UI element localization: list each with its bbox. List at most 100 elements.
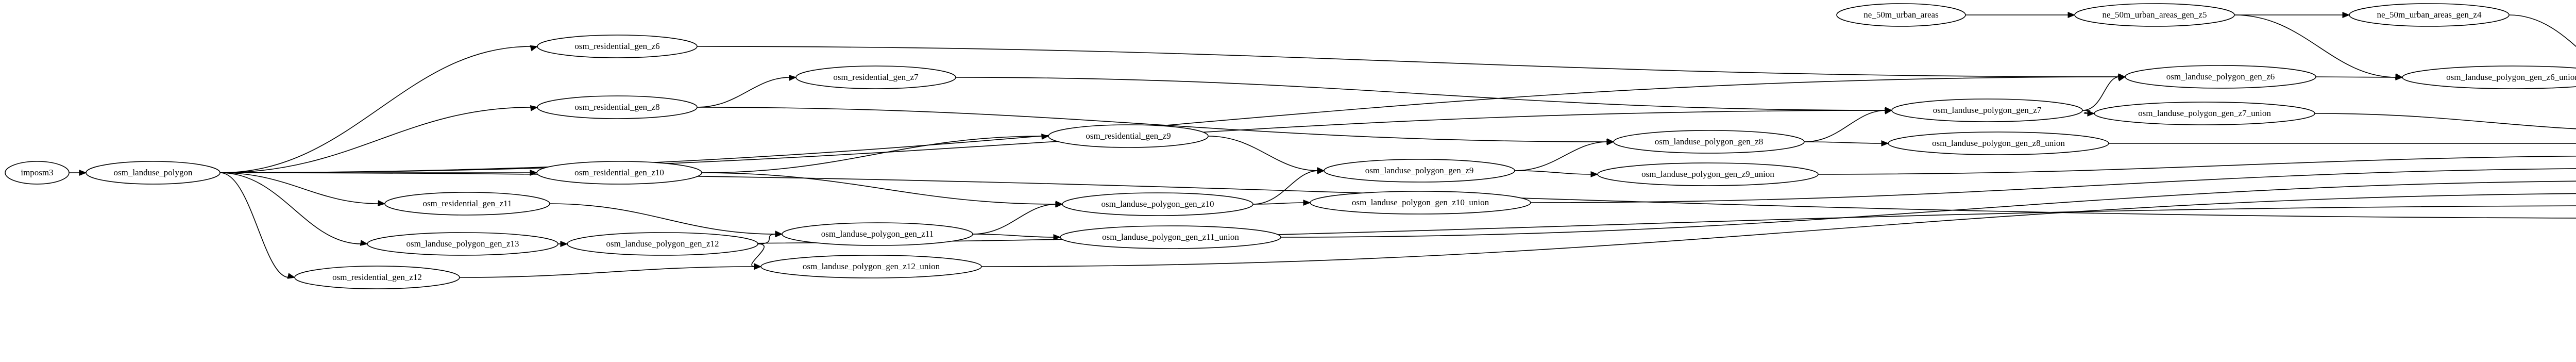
node-osm-landuse-polygon-gen-z8[interactable] — [1613, 130, 1805, 154]
edge-arrowhead — [1041, 134, 1049, 140]
node-layer: imposm3 osm_landuse_polygon osm_residentia… — [5, 3, 2576, 289]
graph-edge — [1530, 168, 2576, 203]
graph-edge — [955, 77, 1887, 111]
node-osm-landuse-polygon-gen-z11[interactable] — [782, 222, 973, 246]
node-label-osm-residential-gen-z10: osm_residential_gen_z10 — [574, 168, 664, 177]
node-label-osm-residential-gen-z12: osm_residential_gen_z12 — [332, 272, 422, 282]
graph-edge — [1818, 155, 2576, 175]
node-label-osm-landuse-polygon-gen-z12: osm_landuse_polygon_gen_z12 — [606, 239, 719, 249]
graph-edge — [1514, 170, 1592, 175]
node-label-osm-landuse-polygon-gen-z8-union: osm_landuse_polygon_gen_z8_union — [1932, 138, 2065, 148]
node-label-osm-landuse-polygon-gen-z11-union: osm_landuse_polygon_gen_z11_union — [1102, 232, 1239, 242]
graph-edge — [2082, 76, 2120, 111]
node-osm-landuse-polygon-gen-z7[interactable] — [1891, 98, 2083, 122]
graph-edge — [1208, 136, 1319, 171]
edge-arrowhead — [775, 231, 783, 238]
edge-arrowhead — [79, 170, 87, 176]
graph-edge — [2509, 14, 2576, 47]
node-osm-residential-gen-z11[interactable] — [384, 192, 550, 216]
node-label-osm-residential-gen-z11: osm_residential_gen_z11 — [422, 199, 512, 208]
node-osm-landuse-polygon-gen-z6[interactable] — [2125, 65, 2316, 89]
graph-edge — [459, 266, 756, 278]
graph-edge — [697, 46, 2120, 77]
node-label-osm-landuse-polygon-gen-z7: osm_landuse_polygon_gen_z7 — [1933, 105, 2042, 115]
edge-arrowhead — [2067, 12, 2076, 18]
edge-arrowhead — [2342, 12, 2350, 18]
node-osm-landuse-polygon-gen-z7-union[interactable] — [2094, 102, 2315, 125]
node-label-osm-landuse-polygon: osm_landuse_polygon — [114, 168, 193, 177]
node-osm-landuse-polygon-gen-z10[interactable] — [1062, 192, 1253, 216]
graph-edge — [972, 204, 1057, 235]
node-ne-50m-urban-areas-gen-z5[interactable] — [2074, 3, 2235, 27]
node-label-osm-landuse-polygon-gen-z10-union: osm_landuse_polygon_gen_z10_union — [1352, 198, 1489, 207]
edge-arrowhead — [1317, 168, 1325, 174]
graph-edge — [1804, 110, 1887, 142]
node-label-osm-residential-gen-z7: osm_residential_gen_z7 — [833, 72, 919, 82]
node-osm-landuse-polygon-gen-z6-union[interactable] — [2402, 65, 2576, 89]
edge-arrowhead — [1881, 140, 1889, 146]
node-osm-residential-gen-z8[interactable] — [537, 95, 698, 119]
edge-arrowhead — [1885, 107, 1893, 114]
node-label-osm-landuse-polygon-gen-z6-union: osm_landuse_polygon_gen_z6_union — [2446, 72, 2576, 82]
graph-edge — [219, 76, 2120, 173]
graph-edge — [549, 203, 777, 235]
node-osm-landuse-polygon-gen-z9-union[interactable] — [1597, 162, 1819, 186]
node-label-osm-landuse-polygon-gen-z7-union: osm_landuse_polygon_gen_z7_union — [2138, 108, 2271, 118]
graph-edge — [697, 107, 1608, 142]
node-label-osm-residential-gen-z6: osm_residential_gen_z6 — [574, 41, 659, 51]
node-osm-residential-gen-z12[interactable] — [294, 266, 460, 289]
graph-edge — [1252, 170, 1319, 205]
graph-edge — [219, 46, 532, 173]
edge-arrowhead — [754, 263, 762, 270]
node-label-osm-landuse-polygon-gen-z13: osm_landuse_polygon_gen_z13 — [406, 239, 519, 249]
node-osm-residential-gen-z9[interactable] — [1048, 124, 1209, 148]
node-ne-50m-urban-areas-gen-z4[interactable] — [2349, 3, 2510, 27]
node-label-osm-landuse-polygon-gen-z8: osm_landuse_polygon_gen_z8 — [1655, 137, 1764, 146]
node-osm-landuse-polygon-gen-z12[interactable] — [567, 232, 758, 256]
node-osm-landuse-polygon-gen-z11-union[interactable] — [1060, 225, 1281, 249]
node-osm-landuse-polygon-gen-z13[interactable] — [367, 232, 558, 256]
node-label-osm-landuse-polygon-gen-z12-union: osm_landuse_polygon_gen_z12_union — [803, 261, 940, 271]
edge-arrowhead — [530, 105, 538, 111]
graph-edge — [1280, 180, 2576, 238]
node-label-osm-landuse-polygon-gen-z9: osm_landuse_polygon_gen_z9 — [1365, 166, 1474, 175]
edge-arrowhead — [1606, 139, 1615, 145]
node-osm-landuse-polygon-gen-z10-union[interactable] — [1310, 191, 1531, 215]
node-osm-landuse-polygon-gen-z8-union[interactable] — [1888, 131, 2109, 155]
edge-arrowhead — [2395, 73, 2403, 80]
edge-arrowhead — [1053, 234, 1061, 240]
node-label-ne-50m-urban-areas-gen-z4: ne_50m_urban_areas_gen_z4 — [2377, 10, 2482, 20]
edge-arrowhead — [1303, 200, 1311, 206]
node-label-osm-residential-gen-z9: osm_residential_gen_z9 — [1086, 131, 1171, 141]
graph-edge — [2234, 14, 2397, 78]
node-label-imposm3: imposm3 — [21, 168, 53, 177]
node-osm-residential-gen-z7[interactable] — [795, 65, 956, 89]
node-osm-residential-gen-z6[interactable] — [537, 35, 698, 58]
node-label-osm-landuse-polygon-gen-z10: osm_landuse_polygon_gen_z10 — [1101, 199, 1214, 209]
graph-edge — [697, 77, 791, 108]
graph-edge — [981, 193, 2576, 267]
graph-edge — [757, 234, 777, 244]
node-osm-landuse-polygon-gen-z12-union[interactable] — [760, 255, 982, 278]
graph-edge — [972, 234, 1055, 238]
node-osm-landuse-polygon[interactable] — [86, 161, 221, 185]
edge-arrowhead — [1055, 201, 1063, 208]
graph-edge — [1514, 141, 1608, 171]
edge-arrowhead — [378, 200, 386, 207]
graph-edge — [701, 136, 1043, 173]
graph-edge — [1252, 202, 1305, 205]
node-label-ne-50m-urban-areas-gen-z5: ne_50m_urban_areas_gen_z5 — [2103, 10, 2207, 20]
node-osm-landuse-polygon-gen-z9[interactable] — [1324, 159, 1515, 183]
graph-edge — [219, 172, 362, 244]
edge-arrowhead — [789, 74, 797, 81]
graph-edge — [219, 172, 380, 204]
edge-arrowhead — [1590, 171, 1599, 177]
node-imposm3[interactable] — [5, 161, 70, 185]
edge-arrowhead — [530, 45, 538, 52]
node-osm-residential-gen-z10[interactable] — [536, 161, 702, 185]
edge-arrowhead — [2118, 74, 2126, 80]
graph-edge — [751, 243, 765, 267]
node-ne-50m-urban-areas[interactable] — [1836, 3, 1966, 27]
